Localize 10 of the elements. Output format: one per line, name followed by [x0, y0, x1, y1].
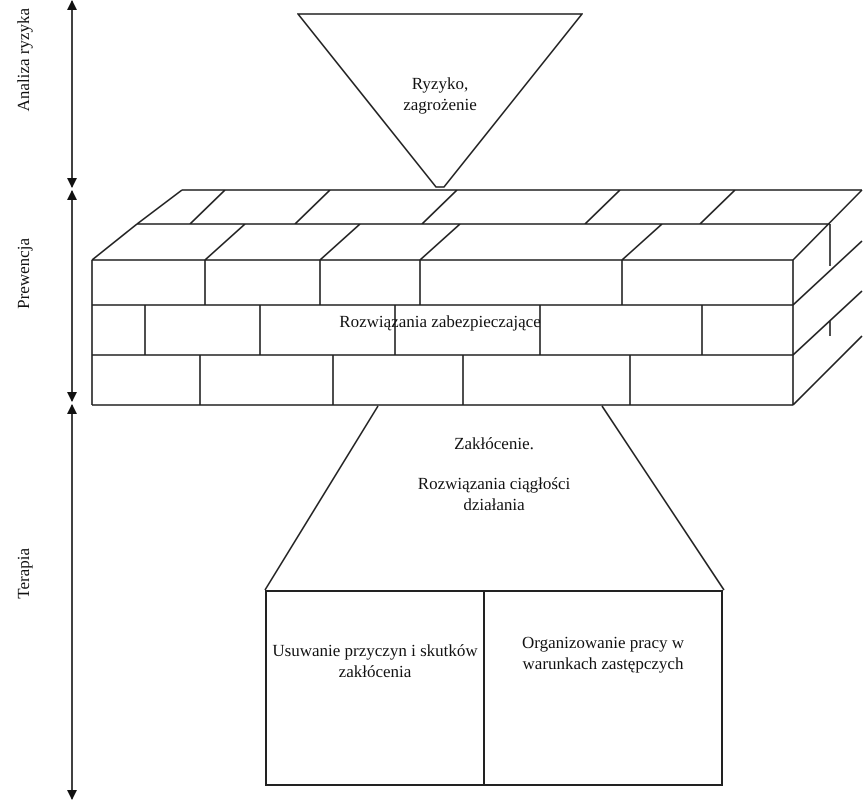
side-label: Terapia [14, 548, 34, 599]
box-text: Organizowanie pracy w warunkach zastępczych [520, 632, 686, 674]
box-text: Usuwanie przyczyn i skutków zakłócenia [271, 640, 479, 682]
text-box [483, 590, 723, 786]
text-box [265, 590, 485, 786]
trapezoid-text: Rozwiązania ciągłości działania [416, 473, 572, 515]
side-label: Prewencja [14, 238, 34, 309]
funnel-text: Ryzyko, zagrożenie [402, 73, 478, 115]
side-label: Analiza ryzyka [14, 8, 34, 112]
trapezoid-text: Zakłócenie. [453, 433, 535, 454]
